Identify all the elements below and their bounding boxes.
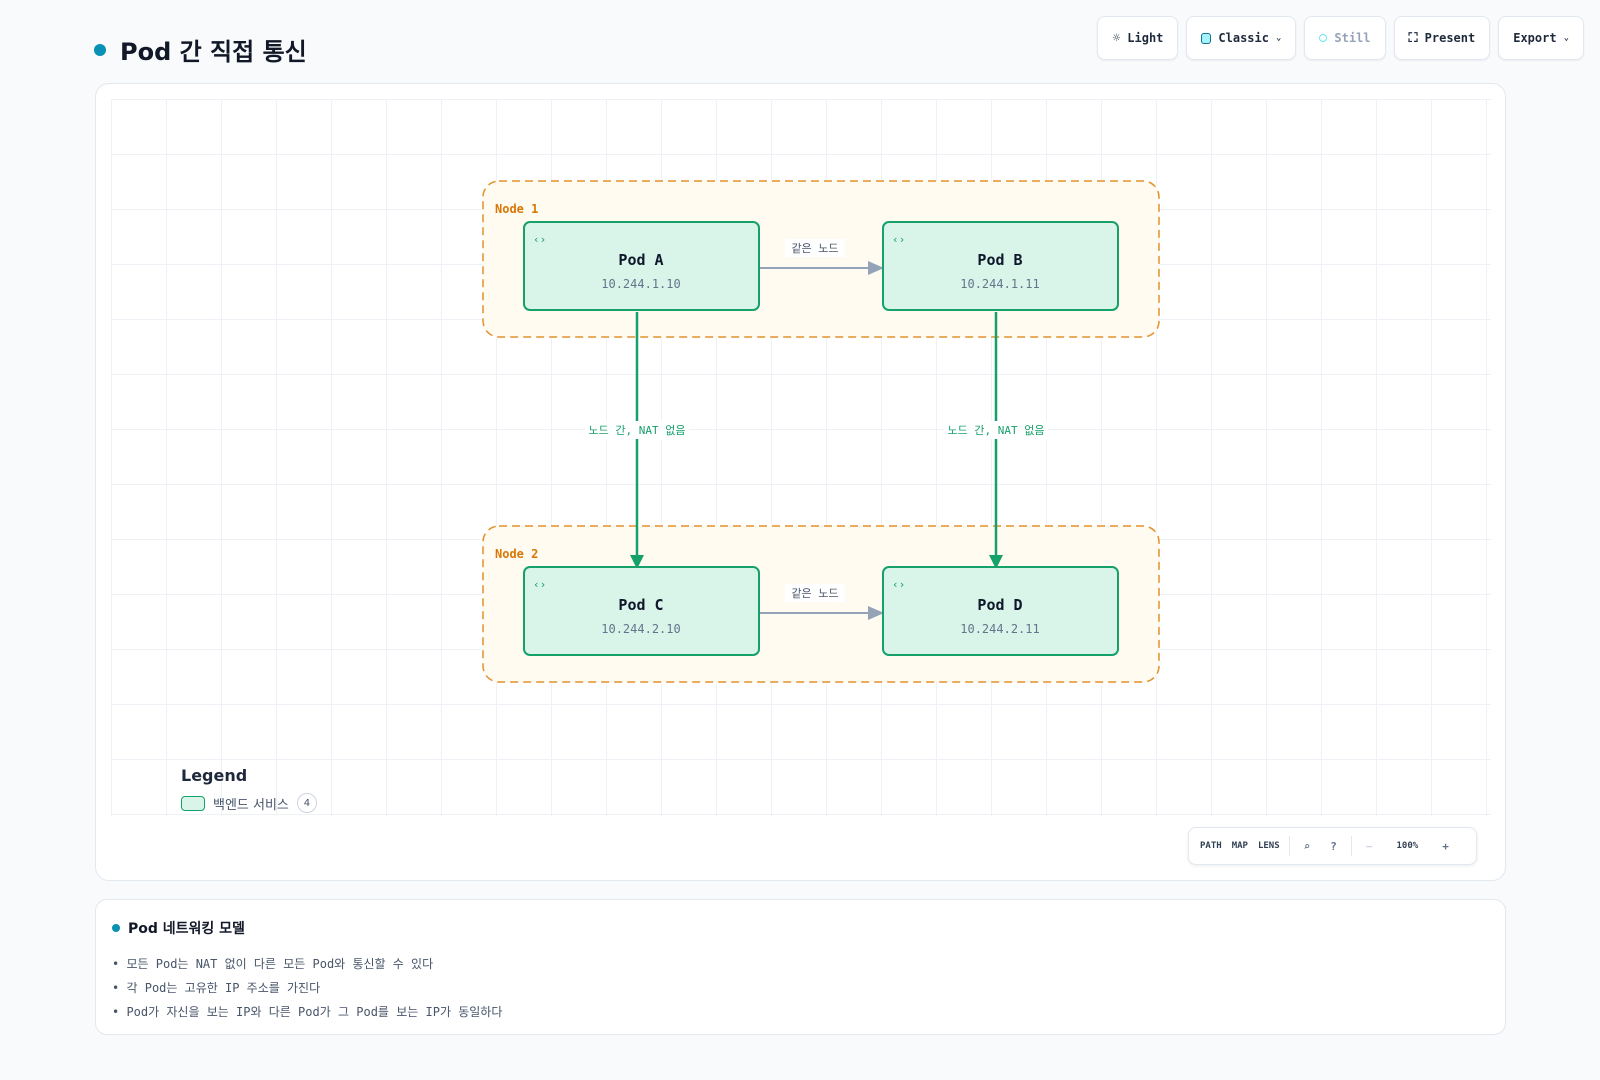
zoom-in-button[interactable]: + [1442,839,1449,853]
zoom-level: 100% [1396,841,1419,851]
code-icon: ‹› [533,233,546,246]
pod-box [523,566,760,656]
info-line: • Pod가 자신을 보는 IP와 다른 Pod가 그 Pod를 보는 IP가 … [112,1005,503,1019]
edge-label: 노드 간, NAT 없음 [948,424,1045,437]
edge[interactable]: 노드 간, NAT 없음 [944,312,1048,569]
style-dropdown-label: Classic [1218,31,1269,45]
edge-label: 같은 노드 [791,587,838,600]
legend-item-label: 백엔드 서비스 [213,797,289,813]
node-group-label: Node 2 [495,547,538,561]
motion-button-label: Still [1334,31,1371,45]
edge-label: 같은 노드 [791,242,838,255]
pod-name: Pod B [977,251,1022,269]
info-line: • 각 Pod는 고유한 IP 주소를 가진다 [112,981,321,995]
theme-button-label: Light [1127,31,1164,45]
pod-node[interactable]: ‹› Pod C 10.244.2.10 [523,566,760,656]
pod-name: Pod C [618,596,663,614]
motion-button[interactable]: Still [1304,16,1386,60]
diagram-canvas-card: Node 1 Node 2 같은 노드 같은 노드 노드 간, NAT 없음 [95,83,1506,881]
code-icon: ‹› [533,578,546,591]
toolbar: ☼ Light Classic ⌄ Still ⛶ Present Export… [1097,16,1584,60]
code-icon: ‹› [892,578,905,591]
edge-label-bg [785,239,845,257]
pod-name: Pod A [618,251,663,269]
pod-ip: 10.244.1.11 [960,277,1039,291]
info-title: Pod 네트워킹 모델 [128,921,245,937]
map-button[interactable]: MAP [1231,841,1248,851]
canvas-controls: PATH MAP LENS ⌕ ? − 100% + [1188,827,1477,865]
divider [1288,836,1290,856]
divider [1350,836,1352,856]
info-dot-icon [112,924,120,932]
lens-button[interactable]: LENS [1257,841,1280,851]
path-button[interactable]: PATH [1200,841,1222,851]
legend-item[interactable]: 백엔드 서비스 4 [181,793,317,813]
edge-label-bg [785,584,845,602]
chevron-down-icon: ⌄ [1563,33,1569,43]
circle-icon [1319,34,1328,42]
edge[interactable]: 같은 노드 [746,239,884,275]
export-dropdown[interactable]: Export ⌄ [1498,16,1584,60]
title-dot-icon [94,43,106,56]
legend-title: Legend [181,766,248,785]
present-button-label: Present [1424,31,1476,45]
code-icon: ‹› [892,233,905,246]
present-button[interactable]: ⛶ Present [1393,16,1491,60]
theme-button[interactable]: ☼ Light [1097,16,1179,60]
pod-name: Pod D [977,596,1022,614]
pod-ip: 10.244.2.11 [960,622,1039,636]
pod-box [523,221,760,311]
diagram-svg: Node 1 Node 2 같은 노드 같은 노드 노드 간, NAT 없음 [482,180,1160,683]
search-icon[interactable]: ⌕ [1303,839,1311,853]
style-swatch-icon [1201,32,1212,44]
page-header: Pod 간 직접 통신 [94,32,307,67]
legend-item-count: 4 [296,793,317,813]
style-dropdown[interactable]: Classic ⌄ [1186,16,1297,60]
pod-box [882,221,1119,311]
info-card: Pod 네트워킹 모델 • 모든 Pod는 NAT 없이 다른 모든 Pod와 … [95,899,1506,1035]
pod-ip: 10.244.2.10 [601,622,680,636]
edge-label-bg [585,421,689,439]
info-line: • 모든 Pod는 NAT 없이 다른 모든 Pod와 통신할 수 있다 [112,957,434,971]
sun-icon: ☼ [1112,30,1121,46]
edge[interactable]: 같은 노드 [746,584,884,620]
pod-node[interactable]: ‹› Pod D 10.244.2.11 [882,566,1119,656]
diagram-grid[interactable]: Node 1 Node 2 같은 노드 같은 노드 노드 간, NAT 없음 [111,99,1491,816]
info-header: Pod 네트워킹 모델 [112,918,1489,938]
zoom-out-button[interactable]: − [1365,839,1373,853]
pod-box [882,566,1119,656]
pod-node[interactable]: ‹› Pod B 10.244.1.11 [882,221,1119,311]
legend-swatch [181,795,205,811]
help-icon[interactable]: ? [1330,839,1337,853]
edge-label: 노드 간, NAT 없음 [589,424,686,437]
page-title: Pod 간 직접 통신 [120,38,307,66]
export-dropdown-label: Export [1513,31,1557,45]
pod-node[interactable]: ‹› Pod A 10.244.1.10 [523,221,760,311]
edge-label-bg [944,421,1048,439]
pod-ip: 10.244.1.10 [601,277,680,291]
fullscreen-icon: ⛶ [1408,30,1418,46]
legend: Legend 백엔드 서비스 4 [181,766,317,813]
edge[interactable]: 노드 간, NAT 없음 [585,312,689,569]
node-group-label: Node 1 [495,202,538,216]
chevron-down-icon: ⌄ [1275,33,1282,43]
